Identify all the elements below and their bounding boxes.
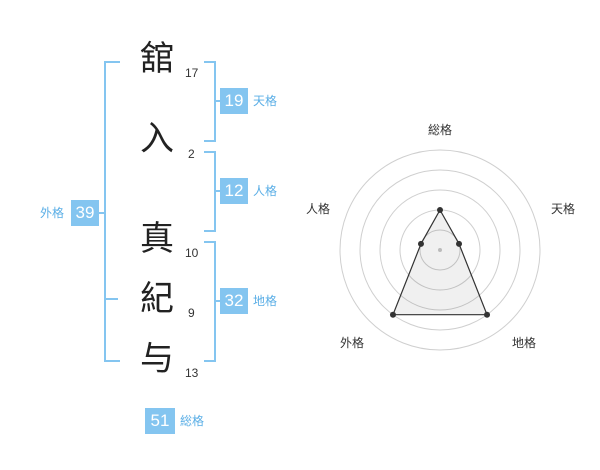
jinkaku-value-badge: 12 bbox=[220, 178, 248, 204]
gaikaku-bracket bbox=[104, 61, 120, 362]
jinkaku-connector bbox=[214, 190, 220, 192]
gaikaku-value-badge: 39 bbox=[71, 200, 99, 226]
radar-ring bbox=[419, 229, 461, 271]
tenkaku-connector bbox=[214, 100, 220, 102]
radar-ring bbox=[379, 189, 501, 311]
stroke-count-5: 13 bbox=[185, 366, 199, 380]
radar-axis-label-jinkaku: 人格 bbox=[306, 201, 330, 216]
radar-center-dot bbox=[438, 248, 442, 252]
chikaku-label: 地格 bbox=[253, 294, 278, 308]
name-char-4: 紀 bbox=[140, 279, 174, 319]
stroke-count-4: 9 bbox=[188, 306, 195, 320]
soukaku-value-badge: 51 bbox=[145, 408, 175, 434]
radar-series-polygon bbox=[392, 208, 488, 316]
stroke-count-2: 2 bbox=[188, 147, 195, 161]
radar-axis-label-chikaku: 地格 bbox=[512, 335, 536, 350]
radar-axis-label-gaikaku: 外格 bbox=[340, 335, 364, 350]
gaikaku-label: 外格 bbox=[40, 206, 65, 220]
radar-ring bbox=[359, 169, 521, 331]
gaikaku-connector bbox=[96, 212, 104, 214]
radar-axis-label-tenkaku: 天格 bbox=[551, 201, 575, 216]
soukaku-label: 総格 bbox=[180, 414, 205, 428]
gaikaku-bracket-tick bbox=[104, 298, 118, 300]
name-char-1: 舘 bbox=[140, 39, 174, 79]
tenkaku-label: 天格 bbox=[253, 94, 278, 108]
name-char-2: 入 bbox=[140, 119, 174, 159]
jinkaku-label: 人格 bbox=[253, 184, 278, 198]
stroke-count-1: 17 bbox=[185, 66, 199, 80]
radar-axis-label-soukaku: 総格 bbox=[428, 122, 452, 137]
stroke-count-3: 10 bbox=[185, 246, 199, 260]
radar-point bbox=[417, 240, 424, 247]
chikaku-connector bbox=[214, 300, 220, 302]
tenkaku-value-badge: 19 bbox=[220, 88, 248, 114]
radar-point bbox=[389, 311, 396, 318]
chikaku-value-badge: 32 bbox=[220, 288, 248, 314]
radar-point bbox=[484, 311, 491, 318]
radar-point bbox=[437, 207, 443, 213]
radar-point bbox=[456, 240, 463, 247]
name-char-3: 真 bbox=[140, 219, 174, 259]
name-char-5: 与 bbox=[140, 339, 174, 379]
